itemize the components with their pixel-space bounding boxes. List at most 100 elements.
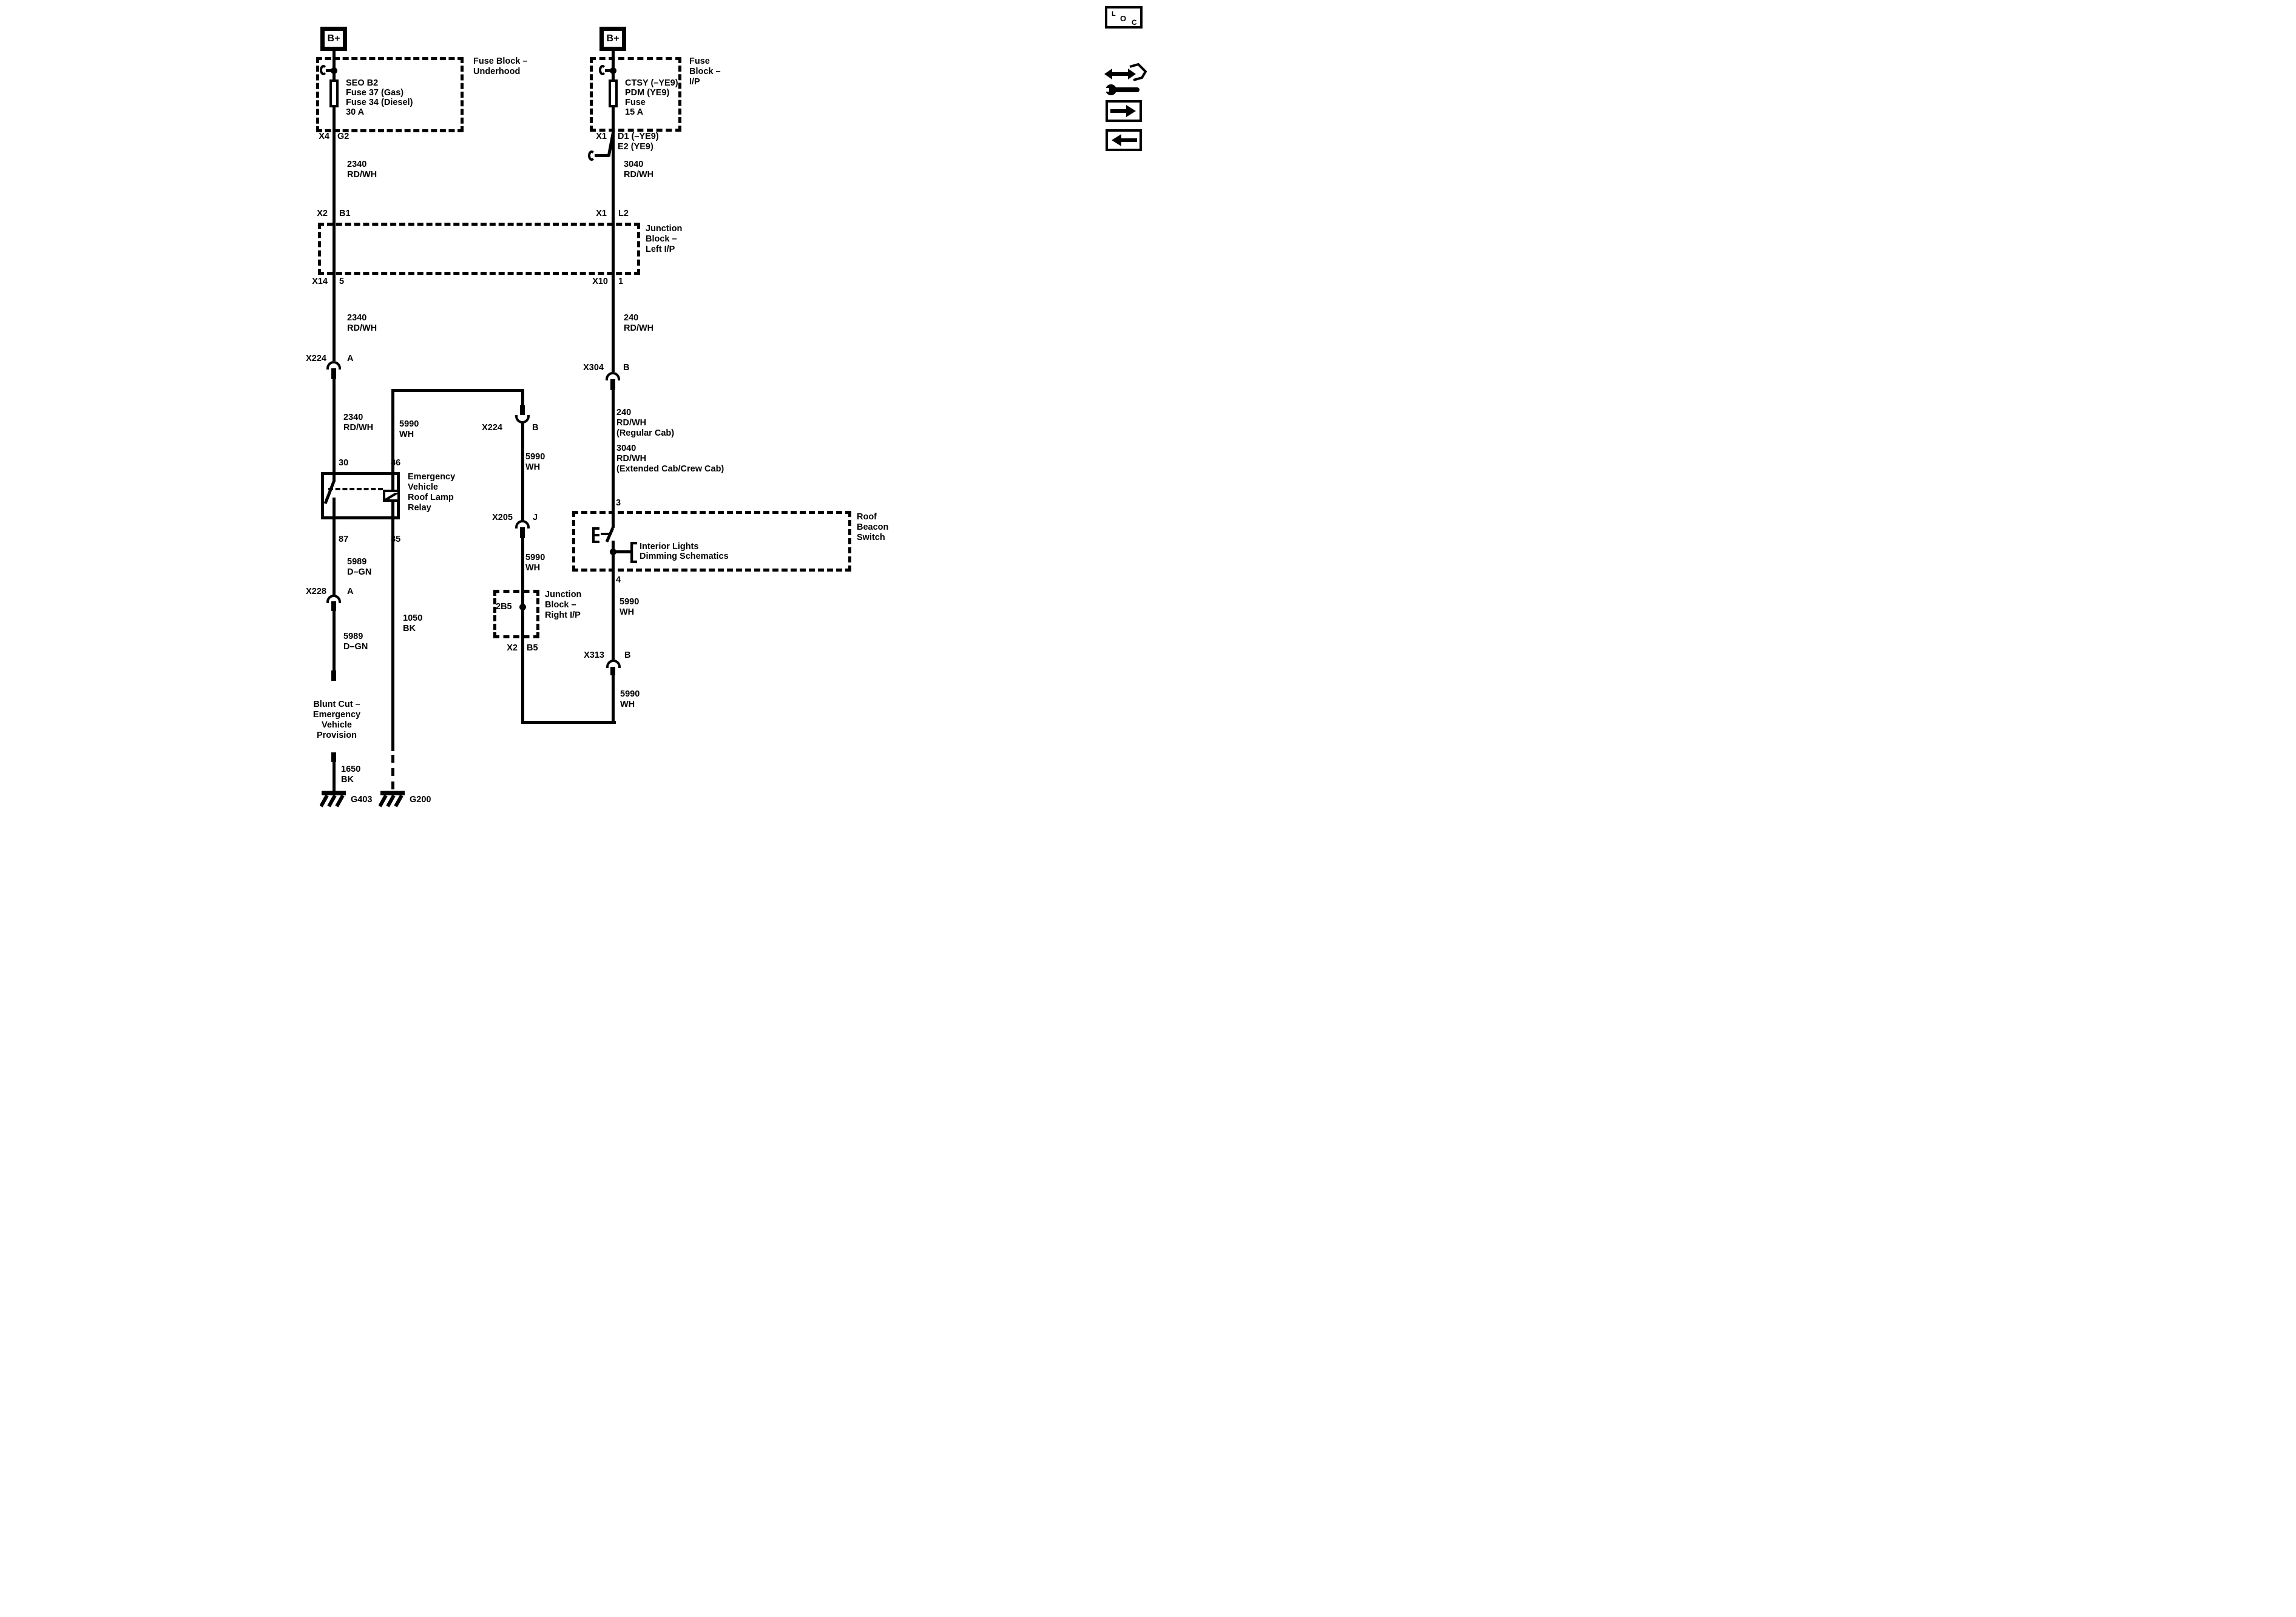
connector-x224b-label: X224 bbox=[482, 423, 502, 433]
connector-x304-label: X304 bbox=[583, 363, 604, 373]
ground-g200-label: G200 bbox=[410, 795, 431, 805]
connector-socket-icon-x304 bbox=[606, 372, 620, 380]
connector-x4-label: X4 bbox=[319, 132, 329, 141]
prev-page-button[interactable] bbox=[1106, 129, 1142, 151]
connector-pin-icon-x224b bbox=[520, 405, 525, 415]
wire-u-right-leg bbox=[611, 675, 615, 724]
ground-g403-label: G403 bbox=[351, 795, 373, 805]
next-page-button[interactable] bbox=[1106, 100, 1142, 122]
left-arrow-icon bbox=[1112, 134, 1137, 146]
blunt-cut-cap-upper bbox=[331, 670, 336, 681]
alternate-pin-stub bbox=[595, 154, 609, 157]
wire-break-dash-3 bbox=[391, 781, 394, 789]
terminal-b313-label: B bbox=[624, 650, 631, 660]
connector-pin-icon-x313 bbox=[610, 667, 615, 675]
fuse-block-underhood-label: Fuse Block –Underhood bbox=[473, 56, 528, 76]
connector-socket-icon-x313 bbox=[606, 660, 621, 668]
switch-actuation-dashed-link bbox=[601, 533, 609, 535]
loc-button[interactable]: L O C bbox=[1105, 6, 1143, 29]
relay-pin85-stub bbox=[391, 501, 394, 521]
fuse-symbol-underhood bbox=[329, 79, 339, 107]
connector-pin-icon-x304 bbox=[610, 379, 615, 390]
blunt-cut-cap-lower bbox=[331, 752, 336, 762]
bplus-label-right: B+ bbox=[606, 33, 620, 44]
relay-pin30-stub bbox=[332, 471, 336, 482]
adjust-wrench-icon[interactable] bbox=[1103, 63, 1147, 96]
relay-pin86-stub bbox=[391, 471, 394, 491]
junction-block-left-ip-box bbox=[317, 223, 640, 275]
connector-x1-label: X1 bbox=[596, 132, 607, 141]
relay-switch-blade-icon bbox=[323, 481, 336, 504]
connector-x205-label: X205 bbox=[492, 513, 513, 522]
fuse-block-ip-box bbox=[589, 56, 681, 132]
clip-stub-left bbox=[326, 69, 334, 72]
wire-switch-lower bbox=[611, 541, 615, 660]
terminal-b-label: B bbox=[532, 423, 539, 433]
relay-pin-30-label: 30 bbox=[339, 458, 349, 468]
loc-letter-l: L bbox=[1112, 10, 1116, 18]
ground-icon-g200 bbox=[379, 791, 405, 808]
wire-mid-drop bbox=[521, 389, 524, 407]
connector-x2b-label: X2 bbox=[507, 643, 518, 653]
loc-letter-c: C bbox=[1132, 18, 1137, 27]
connector-pin-icon-x224a bbox=[331, 368, 336, 379]
relay-pin-87-label: 87 bbox=[339, 535, 349, 544]
relay-pin87-wire bbox=[332, 498, 336, 596]
terminal-b5-label: B5 bbox=[527, 643, 538, 653]
connector-socket-icon-x205 bbox=[515, 520, 530, 528]
fuse-block-underhood-box bbox=[316, 56, 464, 132]
connector-x10-label: X10 bbox=[592, 277, 608, 286]
clip-hook-icon bbox=[320, 65, 327, 75]
connector-pin-icon-x205 bbox=[520, 527, 525, 538]
wire-1650-bk bbox=[332, 761, 336, 791]
switch-blade-icon bbox=[605, 527, 615, 542]
wire-5990-riser bbox=[391, 389, 394, 473]
connector-pin-icon-x228 bbox=[331, 601, 336, 611]
wire-break-dash-2 bbox=[391, 768, 394, 776]
terminal-g2-label: G2 bbox=[337, 132, 349, 141]
battery-positive-terminal-right: B+ bbox=[599, 27, 626, 51]
reference-bracket-icon bbox=[630, 542, 637, 563]
wire-right-to-switch bbox=[611, 389, 615, 528]
wire-left-main-upper bbox=[332, 50, 336, 361]
switch-pin-3-label: 3 bbox=[616, 498, 621, 508]
alternate-pin-jog-line bbox=[607, 130, 615, 157]
fuse-symbol-ip bbox=[608, 79, 618, 107]
junction-dot-right bbox=[609, 67, 616, 74]
roof-beacon-switch-box bbox=[572, 510, 851, 572]
battery-positive-terminal-left: B+ bbox=[320, 27, 347, 51]
switch-actuator-icon bbox=[592, 527, 599, 543]
terminal-j-label: J bbox=[533, 513, 538, 522]
clip-stub-right bbox=[605, 69, 613, 72]
wire-break-dash-1 bbox=[391, 755, 394, 763]
wire-5989-lower bbox=[332, 610, 336, 670]
loc-letter-o: O bbox=[1120, 14, 1127, 23]
terminal-d1-e2-label: D1 (–YE9)E2 (YE9) bbox=[618, 132, 659, 152]
connector-socket-icon-x224a bbox=[326, 361, 341, 370]
wire-right-main-upper bbox=[611, 50, 615, 372]
junction-dot bbox=[330, 67, 337, 74]
interior-lights-tap-wire bbox=[613, 550, 632, 553]
